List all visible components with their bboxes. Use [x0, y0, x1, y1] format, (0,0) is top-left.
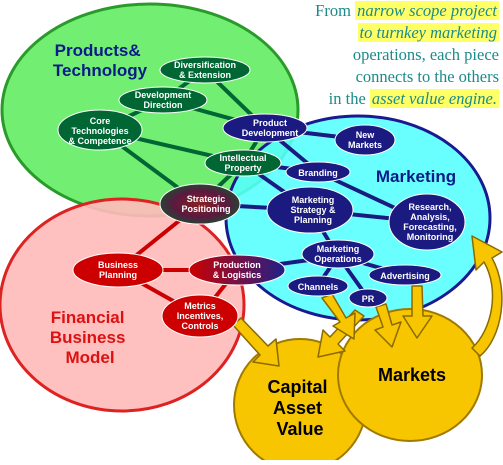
tagline-line-4: connects to the others: [355, 67, 499, 86]
node-advertising: Advertising: [368, 264, 442, 286]
tagline-highlight-3: asset value engine.: [369, 89, 499, 108]
node-branding: Branding: [285, 161, 351, 183]
tagline-line-2: to turnkey marketing: [263, 22, 499, 44]
node-production-logistics: Production& Logistics: [188, 254, 286, 286]
flow-arrows: [232, 235, 503, 367]
svg-text:Channels: Channels: [298, 282, 339, 292]
node-diversification-extension: Diversification& Extension: [159, 56, 251, 84]
tagline-highlight-1: narrow scope project: [355, 1, 499, 20]
tagline-line-3: operations, each piece: [352, 45, 499, 64]
tagline-line-1: From narrow scope project: [315, 1, 499, 20]
node-pr: PR: [348, 288, 388, 308]
tagline-highlight-2: to turnkey marketing: [357, 23, 499, 42]
svg-text:Research,Analysis,Forecasting,: Research,Analysis,Forecasting,Monitoring: [403, 202, 457, 242]
arrow-pr-to-markets: [374, 303, 402, 348]
capital-asset-value-title: Capital Asset Value: [267, 377, 332, 439]
financial-business-model-title: Financial Business Model: [50, 308, 130, 367]
tagline: From narrow scope project to turnkey mar…: [263, 0, 499, 110]
markets-circle: [337, 308, 483, 442]
node-research-analysis: Research,Analysis,Forecasting,Monitoring: [388, 193, 466, 251]
svg-text:Production& Logistics: Production& Logistics: [213, 260, 262, 280]
svg-text:Branding: Branding: [298, 168, 338, 178]
svg-text:Advertising: Advertising: [380, 271, 430, 281]
financial-business-model-region: [0, 197, 246, 413]
arrow-metrics-to-capital: [232, 317, 280, 367]
svg-text:PR: PR: [362, 294, 375, 304]
node-channels: Channels: [287, 275, 349, 297]
arrow-markets-to-research: [471, 235, 503, 357]
products-technology-title: Products& Technology: [53, 41, 148, 80]
marketing-title: Marketing: [376, 167, 456, 186]
markets-title: Markets: [378, 365, 446, 385]
arrow-advertising-to-markets: [402, 285, 433, 339]
arrow-channels-to-markets: [321, 293, 356, 340]
svg-text:Diversification& Extension: Diversification& Extension: [174, 60, 236, 80]
tagline-line-5: in the asset value engine.: [328, 89, 499, 108]
